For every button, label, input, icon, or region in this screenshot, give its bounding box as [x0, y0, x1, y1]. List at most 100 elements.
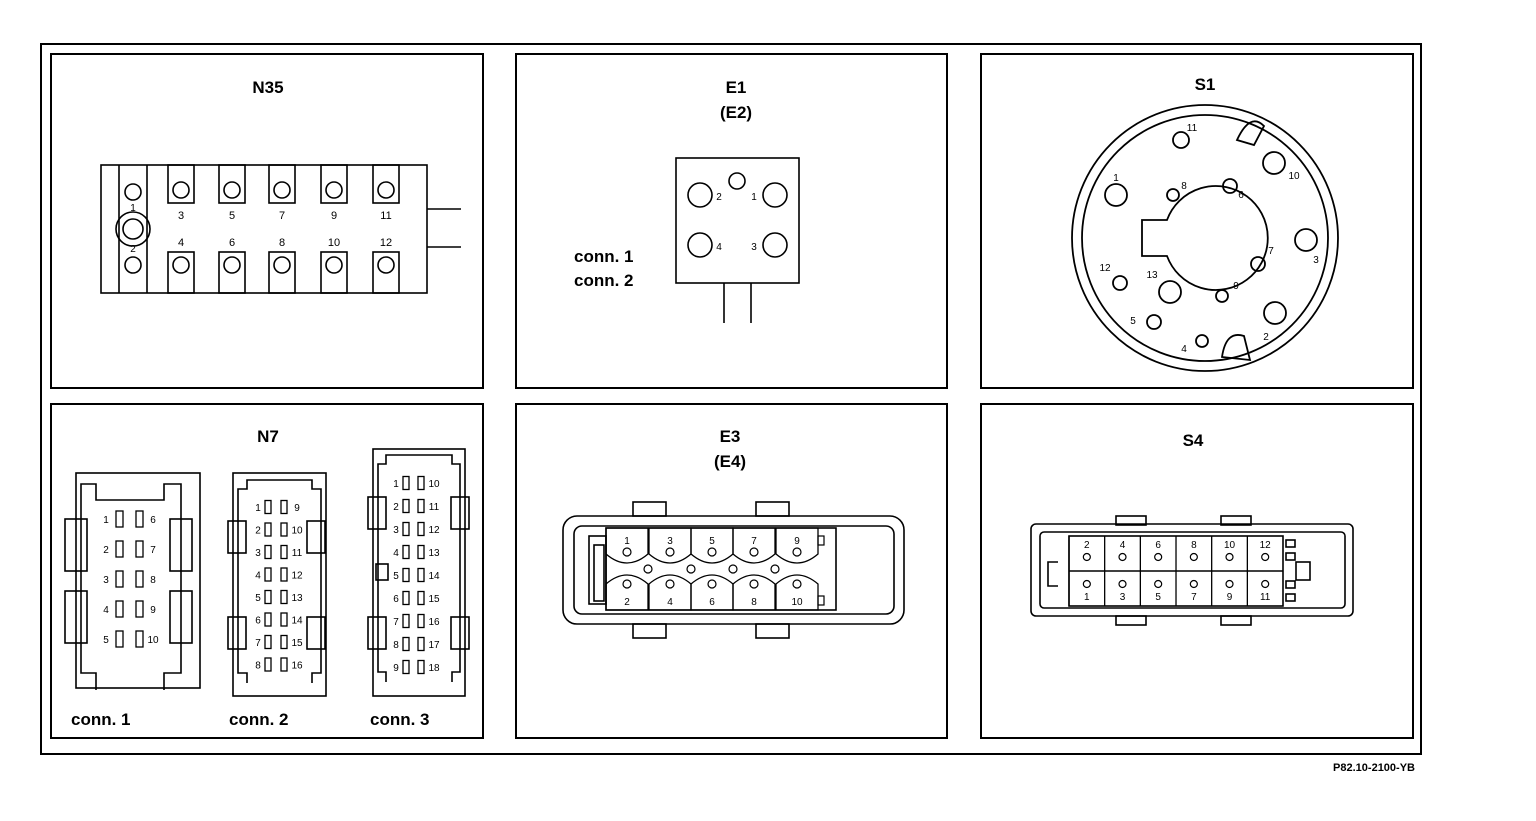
e3-pin-label: 7 [751, 536, 757, 547]
n7-conn2-pin [264, 544, 272, 560]
e3-connector [562, 501, 905, 639]
s1-pin-6: 6 [1238, 190, 1244, 201]
n7-conn3-pin-label: 17 [428, 640, 440, 651]
n7-conn1-pin-label: 5 [103, 635, 109, 646]
n7-conn2-pin [280, 567, 288, 582]
outer-frame [40, 43, 1422, 755]
e3-pin-bottom [707, 579, 717, 589]
n35-cell-top [372, 164, 400, 204]
n35-pin-1: 1 [130, 203, 136, 214]
n7-conn2-pin-label: 2 [255, 526, 261, 537]
n7-conn2-pin [280, 657, 288, 672]
n35-pin-label: 6 [229, 237, 235, 249]
e3-cell-bottom [605, 574, 649, 611]
n7-conn2-pin [264, 567, 272, 582]
n7-conn2-pin [280, 544, 288, 560]
n7-conn3-pin-label: 1 [393, 479, 399, 490]
n7-conn2-pin-label: 15 [291, 638, 303, 649]
n7-conn3-pin [402, 613, 410, 629]
n7-conn2-pin-label: 14 [291, 616, 303, 627]
n7-conn2-pin-label: 7 [255, 638, 261, 649]
panel-s1 [980, 53, 1414, 389]
n35-pin-top [223, 181, 241, 199]
e3-pin-label: 9 [794, 536, 800, 547]
n35-pin-top [325, 181, 343, 199]
n7-conn2-pin-label: 1 [255, 503, 261, 514]
n7-conn3-pin-label: 6 [393, 594, 399, 605]
s1-pin-3: 3 [1313, 255, 1319, 266]
e3-pin-label: 3 [667, 536, 673, 547]
n7-conn3-housing [367, 448, 470, 697]
e3-pin-bottom [622, 579, 632, 589]
n7-conn2-label: conn. 2 [229, 710, 289, 729]
n7-conn2-pin [264, 657, 272, 672]
e3-pin-top [707, 547, 717, 557]
n7-conn1-pin [135, 600, 144, 618]
n7-conn3-pin-label: 12 [428, 525, 440, 536]
n7-conn1-pin-label: 2 [103, 545, 109, 556]
s4-pin-label: 8 [1191, 540, 1197, 551]
s4-pin-label: 6 [1155, 540, 1161, 551]
n35-pin-2: 2 [130, 244, 136, 255]
n7-conn1-label: conn. 1 [71, 710, 131, 729]
n35-pin-top [172, 181, 190, 199]
n7-conn2-pin-label: 6 [255, 616, 261, 627]
n7-conn3-pin [417, 498, 425, 514]
s4-pin-label: 9 [1227, 592, 1233, 603]
e1-pin-3: 3 [751, 242, 757, 253]
s4-pin-bottom [1225, 579, 1234, 589]
e1-subtitle: (E2) [720, 103, 752, 122]
n35-pin-label: 11 [380, 210, 391, 222]
n7-conn1-pin-label: 10 [147, 635, 159, 646]
n7-conn3-pin [417, 475, 425, 491]
n7-conn1-pin [135, 510, 144, 528]
panel-e1 [515, 53, 948, 389]
s4-pin-label: 1 [1084, 592, 1090, 603]
e3-cell-top [605, 527, 649, 564]
s1-pin-2: 2 [1263, 332, 1269, 343]
n35-cell-bottom [218, 251, 246, 294]
s4-pin-label: 10 [1224, 540, 1236, 551]
s4-title: S4 [1183, 431, 1204, 450]
n7-conn2-pin [280, 612, 288, 627]
n7-conn3-pin [417, 659, 425, 675]
n35-pin-top [377, 181, 395, 199]
n7-conn1-pin-label: 8 [150, 575, 156, 586]
n7-conn2-pin [280, 589, 288, 605]
n35-cell-bottom [372, 251, 400, 294]
e3-pin-mid [643, 564, 653, 574]
panel-n35 [50, 53, 484, 389]
n35-pin-label: 12 [380, 237, 392, 249]
n7-conn2-pin-label: 5 [255, 593, 261, 604]
s1-pin-4: 4 [1181, 344, 1187, 355]
n7-conn1-pin [115, 630, 124, 648]
e1-pin-4: 4 [716, 242, 722, 253]
n7-conn3-pin [402, 475, 410, 491]
e1-title: E1 [726, 78, 747, 97]
e3-pin-label: 8 [751, 597, 757, 608]
n35-pin-label: 4 [178, 237, 184, 249]
n35-pin-label: 9 [331, 210, 337, 222]
e3-pin-bottom [749, 579, 759, 589]
n7-conn3-pin [402, 521, 410, 537]
n7-conn3-pin [417, 636, 425, 652]
n7-conn2-pin-label: 13 [291, 593, 303, 604]
panel-n7 [50, 403, 484, 739]
s4-pin-bottom [1261, 579, 1270, 589]
s4-pin-label: 4 [1120, 540, 1126, 551]
s4-pin-top [1225, 552, 1234, 562]
n35-pin-label: 7 [279, 210, 285, 222]
e1-connector [675, 157, 800, 323]
n7-conn2-pin [280, 522, 288, 537]
s4-pin-label: 7 [1191, 592, 1197, 603]
n7-conn3-pin [402, 659, 410, 675]
n35-cell-top [218, 164, 246, 204]
n7-conn1-pin [135, 570, 144, 588]
e3-pin-top [749, 547, 759, 557]
n7-conn3-pin [402, 498, 410, 514]
n35-pin-bottom [223, 256, 241, 274]
n35-pin-label: 3 [178, 210, 184, 222]
n7-conn1-pin [135, 540, 144, 558]
e3-title: E3 [720, 427, 741, 446]
